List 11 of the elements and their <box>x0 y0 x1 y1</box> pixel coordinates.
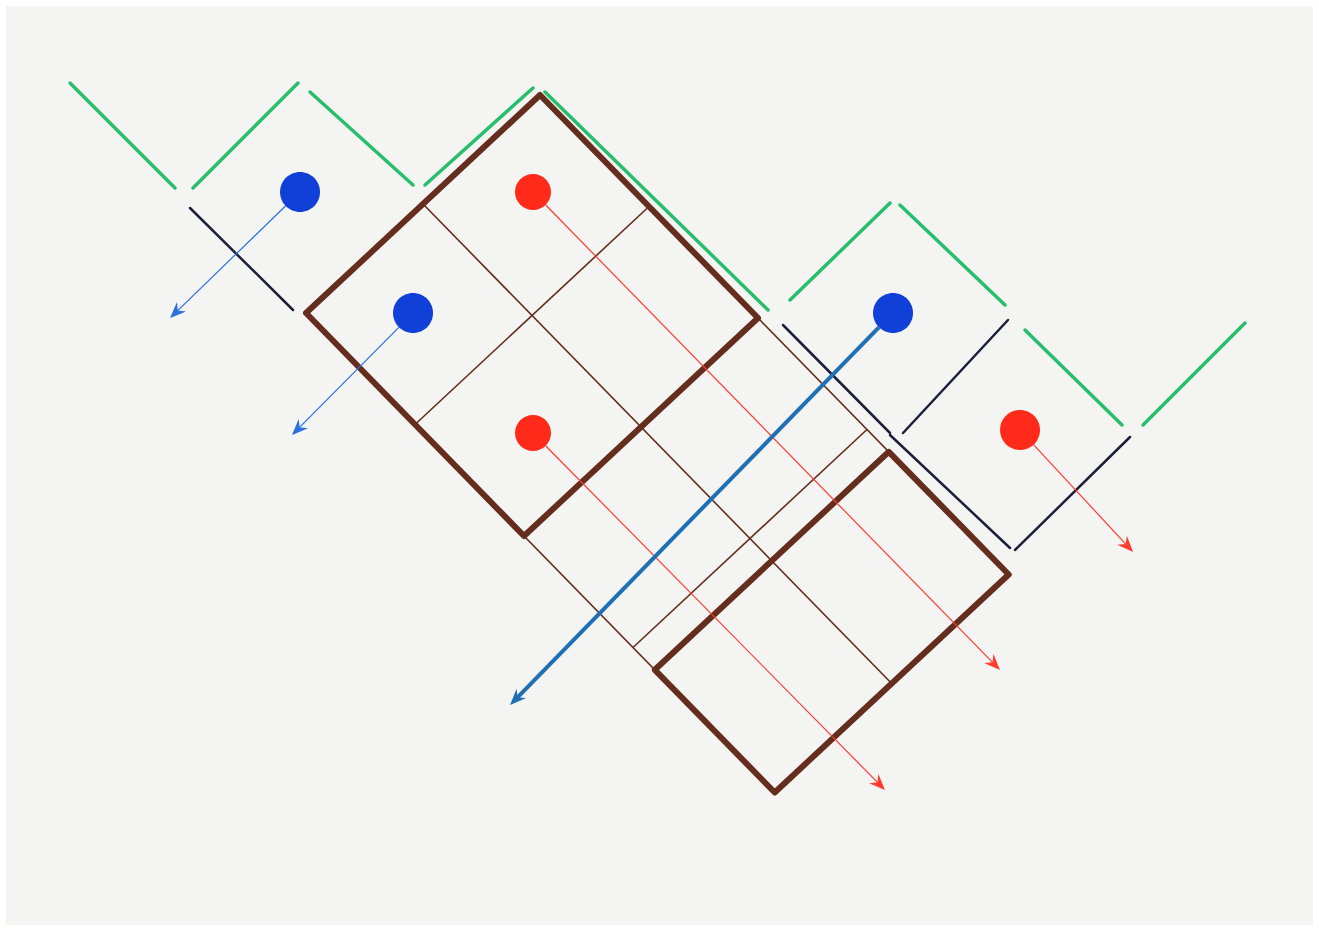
arrow <box>545 445 885 790</box>
dot <box>393 293 433 333</box>
arrow <box>292 326 400 435</box>
dot <box>280 172 320 212</box>
arrow <box>545 204 1000 670</box>
dot <box>873 293 913 333</box>
dot <box>515 174 551 210</box>
arrow <box>170 205 287 318</box>
dot <box>515 415 551 451</box>
dot <box>1000 410 1040 450</box>
arrow <box>1033 444 1133 552</box>
